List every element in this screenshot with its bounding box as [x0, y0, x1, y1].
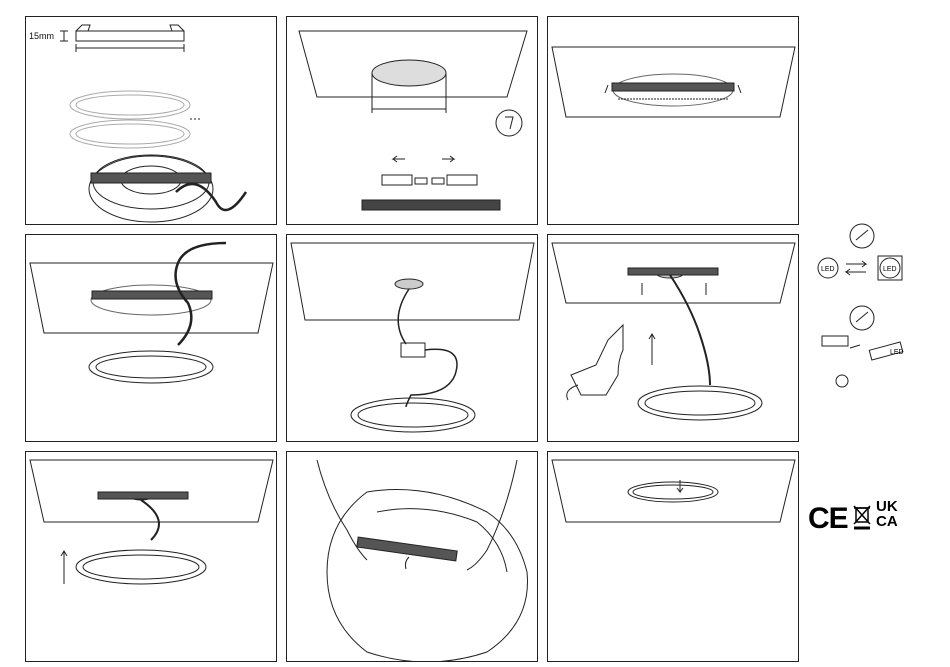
led-warning-symbols: LED LED LED	[810, 218, 920, 393]
installed-light-illustration	[548, 452, 799, 662]
step-panel-4	[25, 234, 277, 442]
junction-box-illustration	[287, 235, 538, 442]
step-panel-8	[286, 451, 538, 662]
step-panel-6	[547, 234, 799, 442]
step-panel-7	[25, 451, 277, 662]
drill-mounting-illustration	[548, 235, 799, 442]
ukca-mark-top: UK	[876, 499, 898, 514]
ceiling-cutout-illustration	[287, 17, 538, 225]
step-panel-2	[286, 16, 538, 225]
mounting-plate-illustration	[548, 17, 799, 225]
wire-through-plate-illustration	[26, 235, 277, 442]
exploded-view-illustration	[26, 17, 277, 225]
step-panel-5	[286, 234, 538, 442]
ukca-mark-bottom: CA	[876, 514, 898, 529]
step-panel-9	[547, 451, 799, 662]
weee-bin-icon	[852, 502, 872, 530]
step-panel-1: 15mm	[25, 16, 277, 225]
hands-install-illustration	[287, 452, 538, 662]
step-panel-3	[547, 16, 799, 225]
led-label-right: LED	[883, 266, 897, 273]
ce-mark: CE	[808, 502, 848, 536]
led-label-left: LED	[821, 266, 835, 273]
driver-led-label: LED	[890, 349, 904, 356]
led-replace-diagram: LED LED LED	[810, 218, 920, 393]
lift-panel-illustration	[26, 452, 277, 662]
